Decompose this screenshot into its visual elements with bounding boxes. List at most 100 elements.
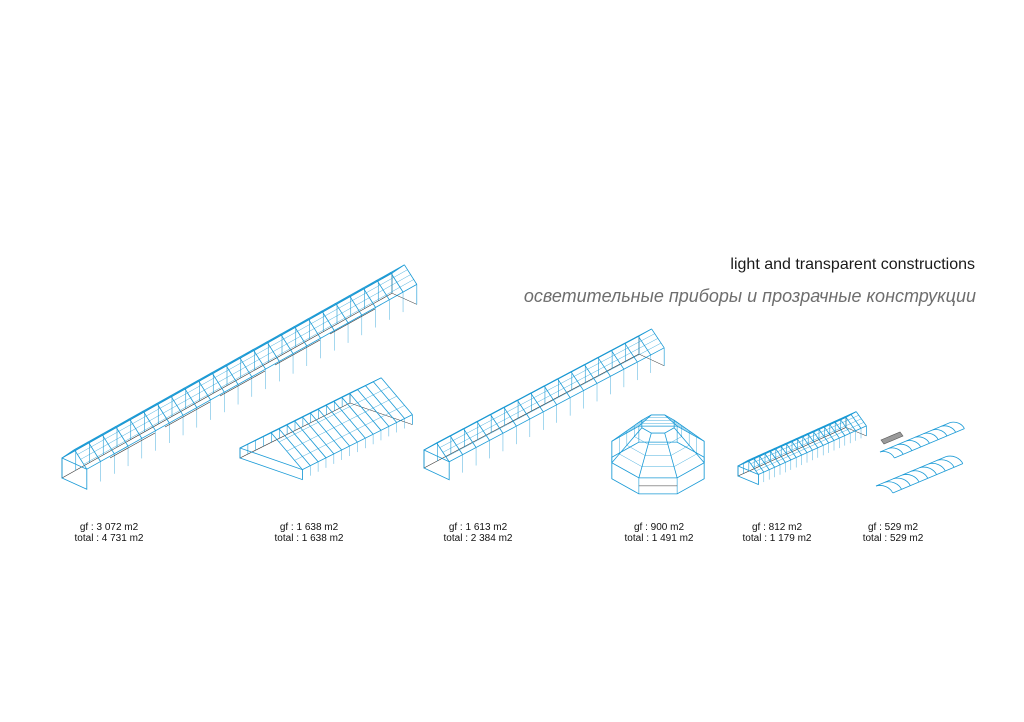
roof-ring: [634, 417, 649, 426]
roof-ring: [626, 420, 646, 431]
interior-beam: [329, 308, 376, 335]
building-6-drawing: [875, 421, 965, 494]
vault-arch: [914, 436, 930, 444]
vault-edge: [875, 456, 947, 487]
vault-arch: [906, 440, 922, 448]
purlin: [753, 418, 862, 468]
purlin: [745, 412, 854, 462]
title-russian: осветительные приборы и прозрачные конст…: [523, 286, 976, 306]
building-5-drawing: [737, 411, 867, 486]
title-english: light and transparent constructions: [730, 256, 975, 273]
purlin: [65, 270, 396, 457]
vault-arch: [941, 425, 957, 433]
gf-area: gf : 812 m2: [751, 522, 803, 533]
interior-beam: [109, 432, 156, 459]
ridge: [748, 411, 857, 461]
gf-area: gf : 900 m2: [633, 522, 685, 533]
vault-arch: [910, 470, 929, 479]
skylight-panel: [880, 431, 904, 445]
caption-building-5: gf : 812 m2 total : 1 179 m2: [730, 522, 824, 544]
roof-ring: [673, 423, 697, 437]
end-wall: [423, 449, 450, 481]
purlin: [83, 279, 414, 465]
vault-arch: [919, 466, 937, 475]
vault-arch: [893, 477, 911, 486]
eave: [449, 347, 665, 463]
ridge: [74, 264, 405, 450]
total-area: total : 1 638 m2: [274, 533, 344, 544]
caption-building-6: gf : 529 m2 total : 529 m2: [846, 522, 940, 544]
roof-rafter: [664, 414, 678, 427]
roof-ring: [626, 445, 646, 456]
caption-building-2: gf : 1 638 m2 total : 1 638 m2: [262, 522, 356, 544]
roof-rafter: [638, 432, 652, 478]
caption-building-1: gf : 3 072 m2 total : 4 731 m2: [62, 522, 156, 544]
interior-beam: [219, 370, 266, 397]
vault-arch: [923, 432, 939, 440]
vault-edge: [892, 463, 963, 494]
caption-building-4: gf : 900 m2 total : 1 491 m2: [612, 522, 706, 544]
vault-arch: [928, 463, 946, 472]
roof-ring: [619, 453, 643, 467]
purlin: [286, 396, 397, 452]
purlin: [442, 338, 658, 453]
purlin: [71, 266, 402, 452]
eave-outline: [611, 425, 705, 479]
roof-rafter: [855, 411, 867, 427]
purlin: [433, 330, 649, 445]
end-wall: [239, 447, 303, 481]
roof-ring: [619, 423, 643, 437]
interior-beam: [164, 401, 211, 428]
vault-arch: [937, 459, 955, 468]
eave: [61, 272, 393, 459]
roof-ring: [667, 436, 682, 445]
purlin: [445, 342, 662, 458]
purlin: [439, 333, 655, 448]
purlin: [750, 415, 859, 464]
gf-area: gf : 1 638 m2: [279, 522, 339, 533]
purlin: [263, 381, 374, 437]
vault-arch: [888, 447, 904, 455]
purlin: [77, 269, 408, 455]
purlin: [80, 274, 411, 460]
eave: [737, 417, 847, 467]
vault-arch: [949, 421, 965, 429]
building-3-drawing: [423, 328, 665, 481]
total-area: total : 1 179 m2: [742, 533, 812, 544]
total-area: total : 2 384 m2: [443, 533, 513, 544]
vault-arch: [884, 481, 902, 490]
eave: [302, 414, 413, 470]
purlin: [278, 386, 390, 443]
vault-arch: [875, 485, 894, 494]
vault-arch: [902, 474, 920, 483]
roof-rafter: [74, 449, 88, 470]
vault-edge: [894, 428, 965, 459]
purlin: [743, 414, 852, 464]
gf-area: gf : 3 072 m2: [79, 522, 139, 533]
vault-arch: [879, 451, 895, 459]
base-line: [391, 292, 417, 305]
eave: [86, 284, 417, 470]
gf-area: gf : 1 613 m2: [448, 522, 508, 533]
roof-ring: [670, 445, 690, 456]
interior-beam: [274, 339, 321, 366]
purlin: [740, 415, 849, 465]
vault-arch: [932, 429, 948, 437]
purlin: [294, 405, 405, 461]
building-1-drawing: [61, 264, 418, 490]
eave: [758, 425, 867, 475]
vault-arch: [945, 455, 964, 464]
purlin: [68, 268, 399, 454]
vault-arch: [897, 443, 913, 451]
roof-ring: [634, 436, 649, 445]
total-area: total : 1 491 m2: [624, 533, 694, 544]
base-line: [638, 353, 665, 367]
roof-ring: [673, 453, 697, 467]
total-area: total : 4 731 m2: [74, 533, 144, 544]
building-2-drawing: [239, 377, 413, 481]
building-4-drawing: [611, 414, 705, 495]
vault-edge: [879, 422, 951, 453]
gf-area: gf : 529 m2: [867, 522, 919, 533]
total-area: total : 529 m2: [862, 533, 924, 544]
